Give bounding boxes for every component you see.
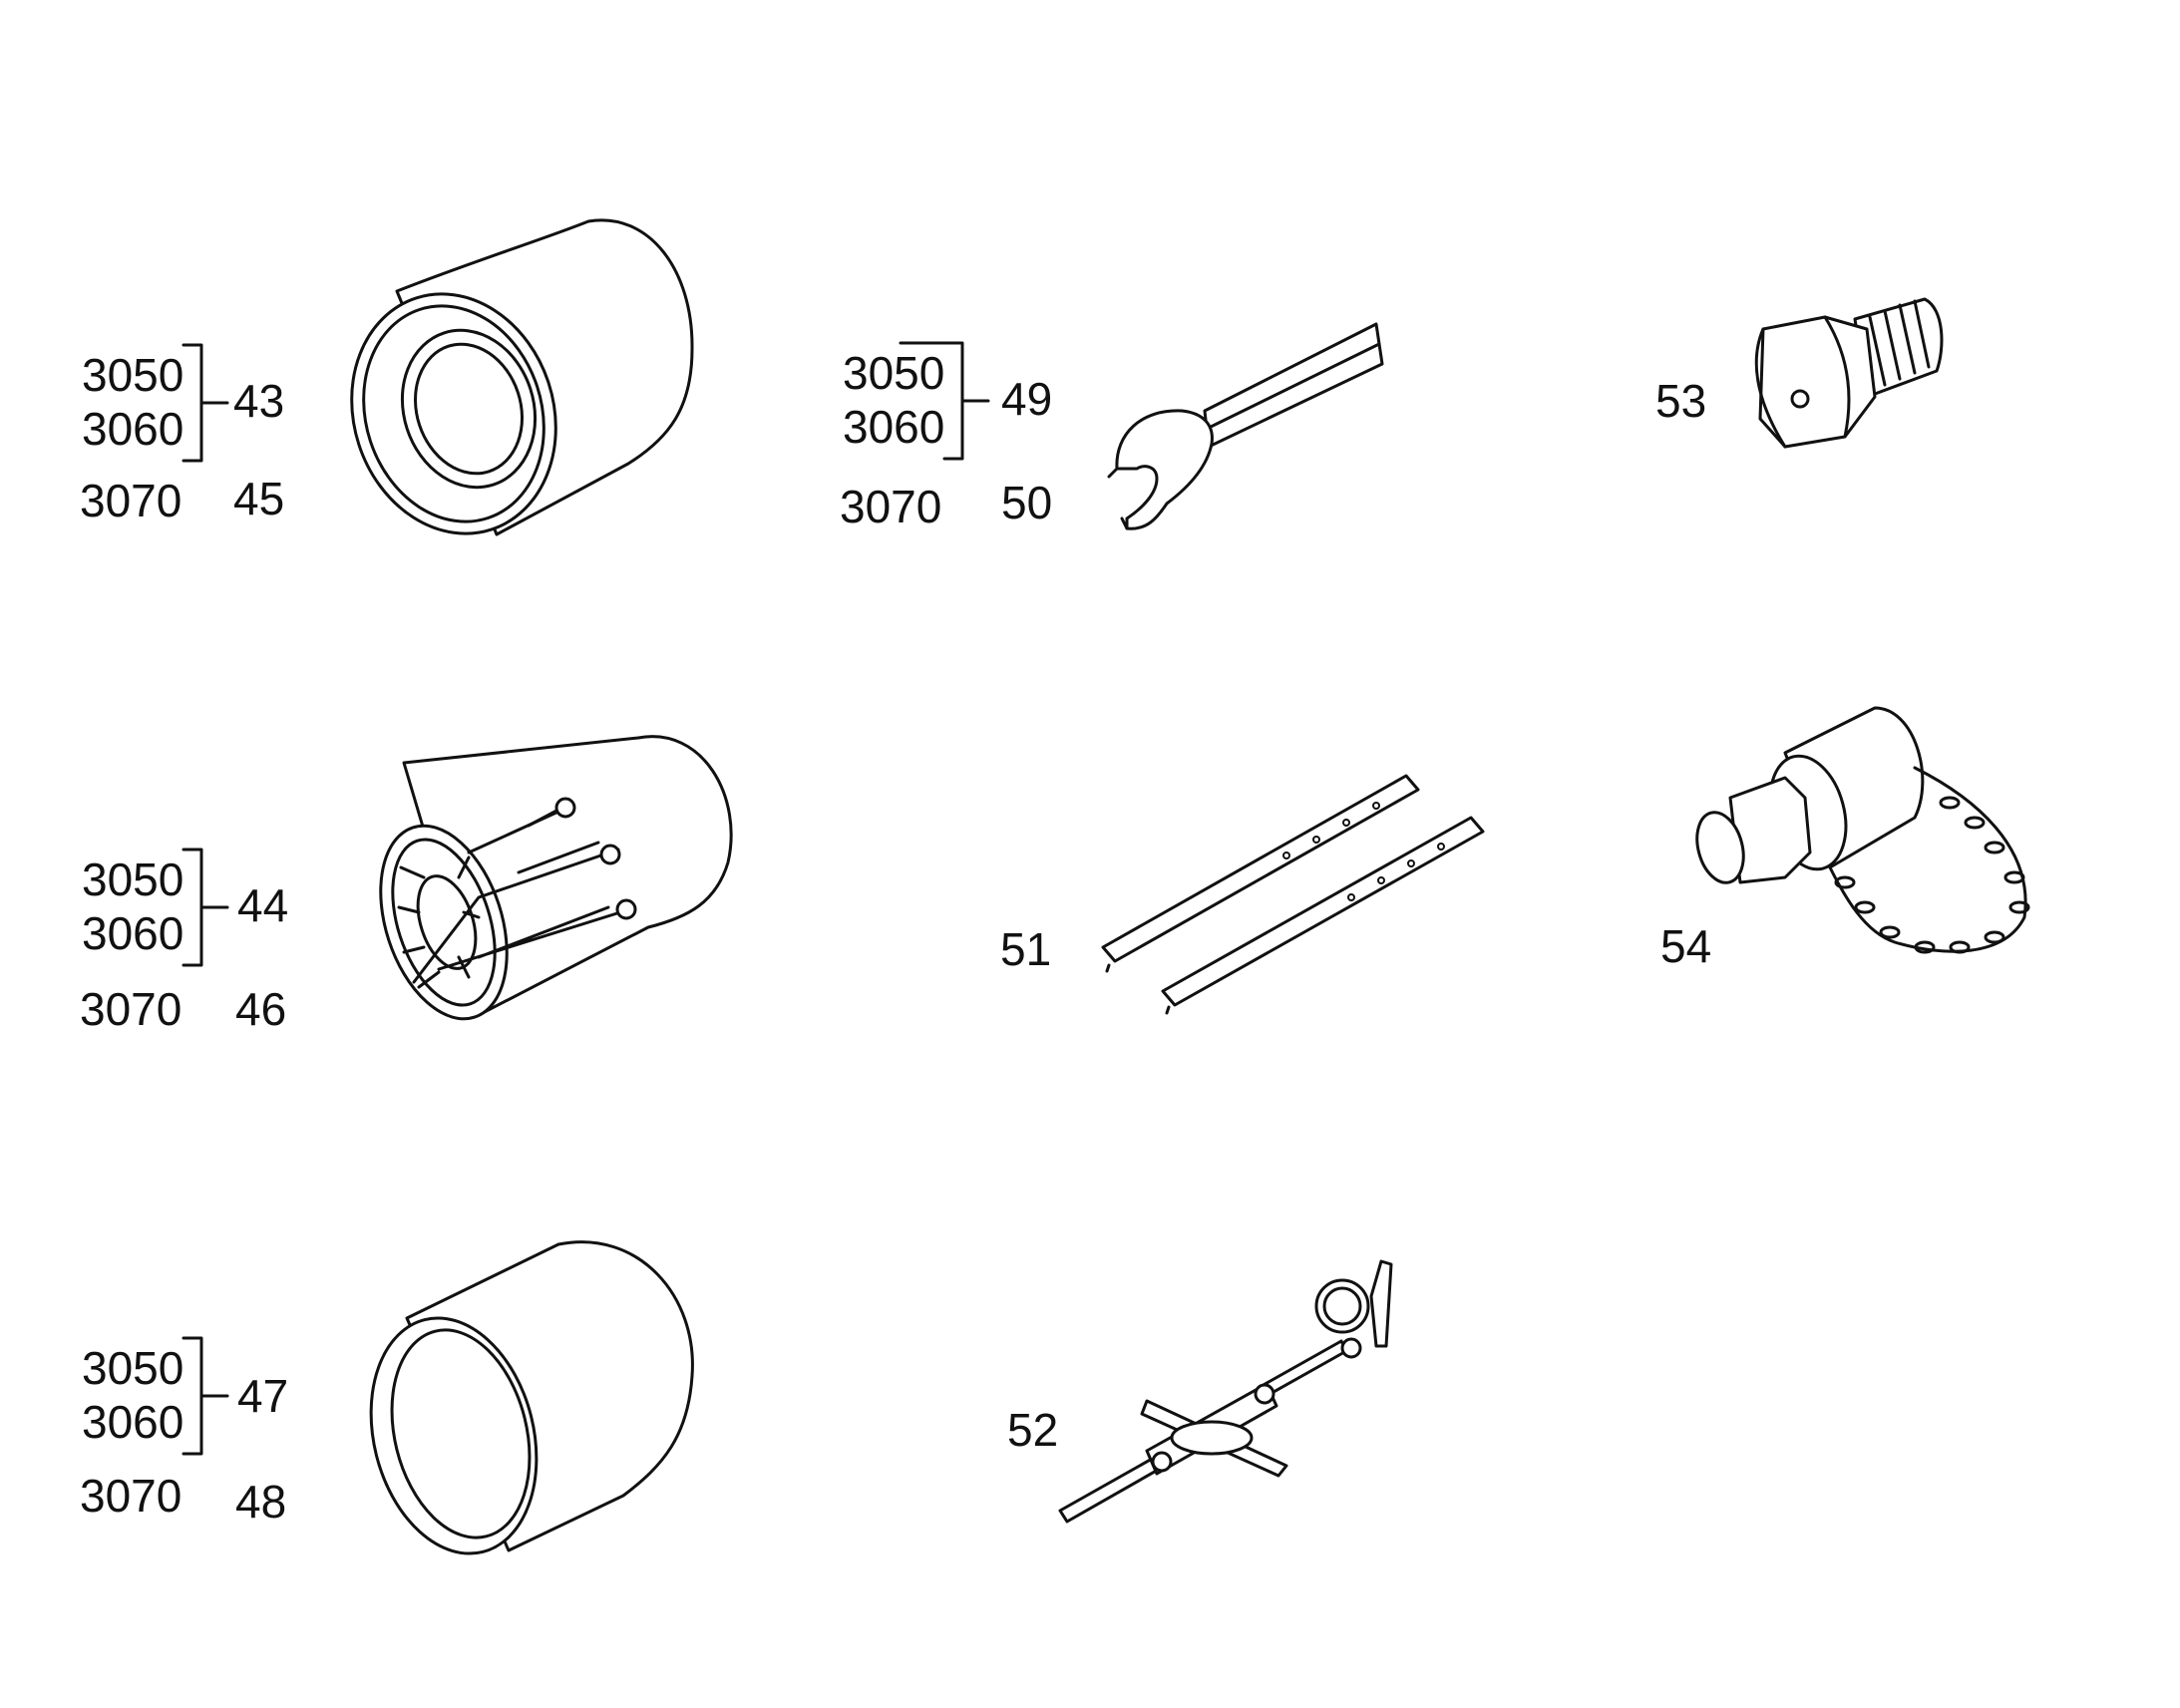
ref-number-54: 54 <box>1660 920 1711 972</box>
model-label-3070: 3070 <box>80 983 182 1035</box>
ref-number-50: 50 <box>1001 477 1052 528</box>
ref-number-46: 46 <box>235 983 286 1035</box>
ref-number-43: 43 <box>233 375 284 427</box>
ref-number-45: 45 <box>233 473 284 524</box>
bracket <box>182 343 229 463</box>
label-group-47-48: 3050 3060 47 3070 48 <box>80 1336 288 1528</box>
model-label-3050: 3050 <box>82 349 183 401</box>
bracket <box>182 1336 229 1456</box>
protective-cap-with-chain-icon <box>1695 706 2030 954</box>
ref-number-47: 47 <box>237 1370 288 1422</box>
ref-number-48: 48 <box>235 1476 286 1528</box>
ref-number-49: 49 <box>1001 373 1052 425</box>
model-label-3050: 3050 <box>82 1342 183 1394</box>
split-collet-tool-icon <box>379 735 733 1021</box>
ref-number-52: 52 <box>1007 1404 1058 1456</box>
model-label-3050: 3050 <box>843 347 944 399</box>
model-label-3070: 3070 <box>80 475 182 526</box>
tapered-sleeve-tool-icon <box>350 218 694 536</box>
ref-number-44: 44 <box>237 879 288 931</box>
model-label-3060: 3060 <box>82 403 183 455</box>
model-label-3070: 3070 <box>840 481 941 532</box>
model-label-3050: 3050 <box>82 854 183 905</box>
ref-number-53: 53 <box>1655 375 1706 427</box>
model-label-3060: 3060 <box>82 1396 183 1448</box>
label-group-44-46: 3050 3060 44 3070 46 <box>80 848 288 1035</box>
label-group-43-45: 3050 3060 43 3070 45 <box>80 343 284 526</box>
ref-number-51: 51 <box>1000 923 1051 975</box>
hex-plug-icon <box>1754 297 1944 449</box>
feeler-strips-icon <box>1101 774 1485 1015</box>
bracket <box>899 341 990 461</box>
dial-gauge-fixture-icon <box>1058 1259 1393 1524</box>
label-group-49-50: 3050 3060 49 3070 50 <box>840 341 1052 532</box>
model-label-3060: 3060 <box>82 907 183 959</box>
open-end-wrench-icon <box>1107 322 1384 530</box>
model-label-3060: 3060 <box>843 401 944 453</box>
bracket <box>182 848 229 967</box>
model-label-3070: 3070 <box>80 1470 182 1522</box>
cylindrical-sleeve-icon <box>369 1240 694 1555</box>
